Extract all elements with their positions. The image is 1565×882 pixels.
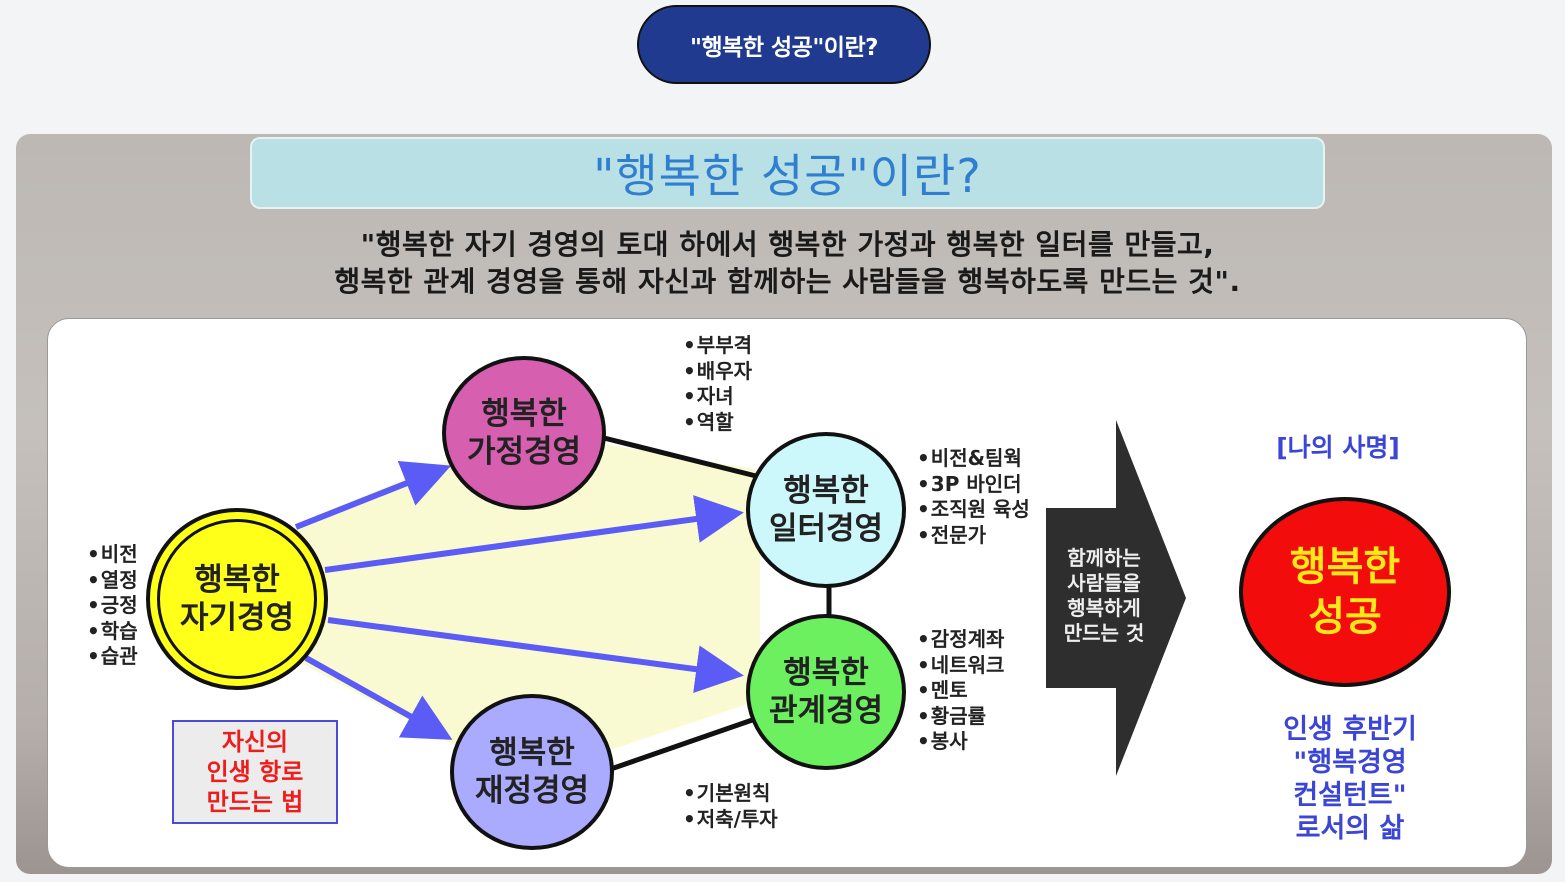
node-relation-management: 행복한 관계경영 [746,614,906,770]
bullet-item: 봉사 [917,729,1004,755]
node-finance-management: 행복한 재정경영 [450,694,614,850]
happy-success-circle: 행복한 성공 [1239,497,1451,687]
arrow-text-line: 행복하게 [1067,596,1141,620]
node-finance-line2: 재정경영 [474,773,590,809]
mission-desc-line: "행복경영 [1293,747,1407,778]
node-self-line2: 자기경영 [179,600,295,636]
success-line2: 성공 [1308,594,1382,640]
slide-title: "행복한 성공"이란? [250,137,1325,209]
bullet-item: 기본원칙 [683,781,778,807]
life-course-line2: 인생 항로 [206,758,304,786]
node-self-management: 행복한 자기경영 [146,508,328,690]
arrow-text-line: 만드는 것 [1063,621,1145,645]
bullets-relation: 감정계좌 네트워크 멘토 황금률 봉사 [917,627,1005,755]
definition-line-1: "행복한 자기 경영의 토대 하에서 행복한 가정과 행복한 일터를 만들고, [360,228,1215,261]
life-course-line1: 자신의 [221,728,289,756]
big-arrow-label: 함께하는 사람들을 행복하게 만드는 것 [1048,546,1160,646]
bullet-item: 감정계좌 [917,627,1005,653]
node-family-line1: 행복한 [481,396,567,432]
bullets-family: 부부격 배우자 자녀 역할 [683,333,752,435]
node-work-line2: 일터경영 [768,511,884,547]
arrow-self-to-finance [304,655,453,740]
bullet-item: 역할 [683,410,752,436]
node-family-management: 행복한 가정경영 [442,356,606,510]
definition-line-2: 행복한 관계 경영을 통해 자신과 함께하는 사람들을 행복하도록 만드는 것"… [334,265,1241,298]
bullet-item: 부부격 [683,333,752,359]
title-pill-button[interactable]: "행복한 성공"이란? [637,5,931,84]
arrow-self-to-work [324,495,744,573]
bullet-item: 비전&팀웍 [917,446,1030,472]
arrow-text-line: 함께하는 [1067,546,1141,570]
bullet-item: 조직원 육성 [917,497,1030,523]
bullets-finance: 기본원칙 저축/투자 [683,781,778,832]
mission-desc-line: 컨설턴트" [1293,780,1407,811]
node-work-management: 행복한 일터경영 [746,432,906,588]
life-course-line3: 만드는 법 [206,788,304,816]
arrow-self-to-family [294,460,452,530]
bullet-item: 저축/투자 [683,807,778,833]
bullet-item: 3P 바인더 [917,472,1030,498]
bullet-item: 네트워크 [917,653,1005,679]
big-arrow-shape [1046,420,1186,776]
arrow-self-to-relation [327,617,744,694]
bullet-item: 멘토 [917,678,1004,704]
bullet-item: 습관 [87,644,138,670]
arrow-text-line: 사람들을 [1067,571,1141,595]
bullet-item: 비전 [87,542,138,568]
definition-quote: "행복한 자기 경영의 토대 하에서 행복한 가정과 행복한 일터를 만들고, … [200,226,1375,300]
node-family-line2: 가정경영 [466,434,582,470]
life-course-box: 자신의 인생 항로 만드는 법 [172,720,338,824]
mission-description: 인생 후반기 "행복경영 컨설턴트" 로서의 삶 [1245,713,1455,845]
node-work-line1: 행복한 [783,473,869,509]
bullets-self: 비전 열정 긍정 학습 습관 [87,542,138,670]
node-relation-line1: 행복한 [783,655,869,691]
mission-label: [나의 사명] [1276,433,1400,462]
node-relation-line2: 관계경영 [768,693,884,729]
node-self-line1: 행복한 [194,562,280,598]
success-line1: 행복한 [1289,544,1401,590]
bullet-item: 긍정 [87,593,138,619]
mission-desc-line: 로서의 삶 [1295,813,1405,844]
bullet-item: 자녀 [683,384,752,410]
bullets-work: 비전&팀웍 3P 바인더 조직원 육성 전문가 [917,446,1030,548]
bullet-item: 열정 [87,568,138,594]
light-yellow-region [295,430,760,780]
node-finance-line1: 행복한 [489,735,575,771]
bullet-item: 학습 [87,619,138,645]
mission-desc-line: 인생 후반기 [1283,714,1417,745]
bullet-item: 배우자 [683,359,752,385]
bullet-item: 황금률 [917,704,1004,730]
bullet-item: 전문가 [917,523,1030,549]
